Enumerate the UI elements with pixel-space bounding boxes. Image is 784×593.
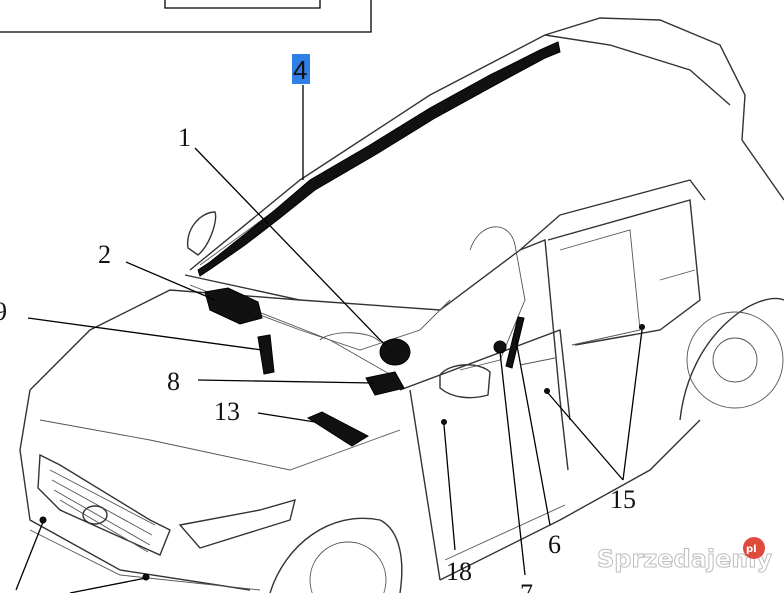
callout-6: 6 bbox=[548, 530, 561, 559]
driver-airbag bbox=[379, 338, 411, 366]
callout-13: 13 bbox=[214, 397, 240, 426]
inset-frame bbox=[0, 0, 372, 33]
watermark-dot bbox=[743, 537, 765, 559]
curtain-airbag bbox=[197, 41, 561, 277]
watermark-tld: pl bbox=[746, 544, 757, 555]
sensor-15b bbox=[544, 388, 550, 394]
callout-15: 15 bbox=[610, 485, 636, 514]
callout-labels: 1 2 9 8 13 15 6 18 7 bbox=[0, 123, 636, 593]
callout-4-highlighted: 4 bbox=[292, 54, 310, 85]
sensor-front-b bbox=[142, 573, 150, 581]
airbag-control-module bbox=[365, 371, 405, 396]
front-sensor-bar bbox=[306, 411, 370, 447]
seat-side-airbag bbox=[505, 316, 525, 369]
sensor-18 bbox=[441, 419, 447, 425]
callout-7: 7 bbox=[520, 579, 533, 593]
airbag-components bbox=[39, 41, 645, 581]
callout-9: 9 bbox=[0, 297, 7, 326]
callout-18: 18 bbox=[446, 557, 472, 586]
watermark-logo: Sprzedajemy pl bbox=[597, 537, 773, 574]
leader-lines bbox=[15, 85, 643, 593]
callout-4-label: 4 bbox=[293, 55, 307, 85]
knee-airbag bbox=[257, 334, 275, 375]
callout-1: 1 bbox=[178, 123, 191, 152]
callout-2: 2 bbox=[98, 240, 111, 269]
sensor-15a bbox=[639, 324, 645, 330]
callout-8: 8 bbox=[167, 367, 180, 396]
car-outline bbox=[19, 17, 784, 593]
belt-pretensioner bbox=[493, 340, 507, 354]
passenger-airbag bbox=[204, 287, 263, 325]
callout-4-highlight bbox=[292, 54, 310, 84]
